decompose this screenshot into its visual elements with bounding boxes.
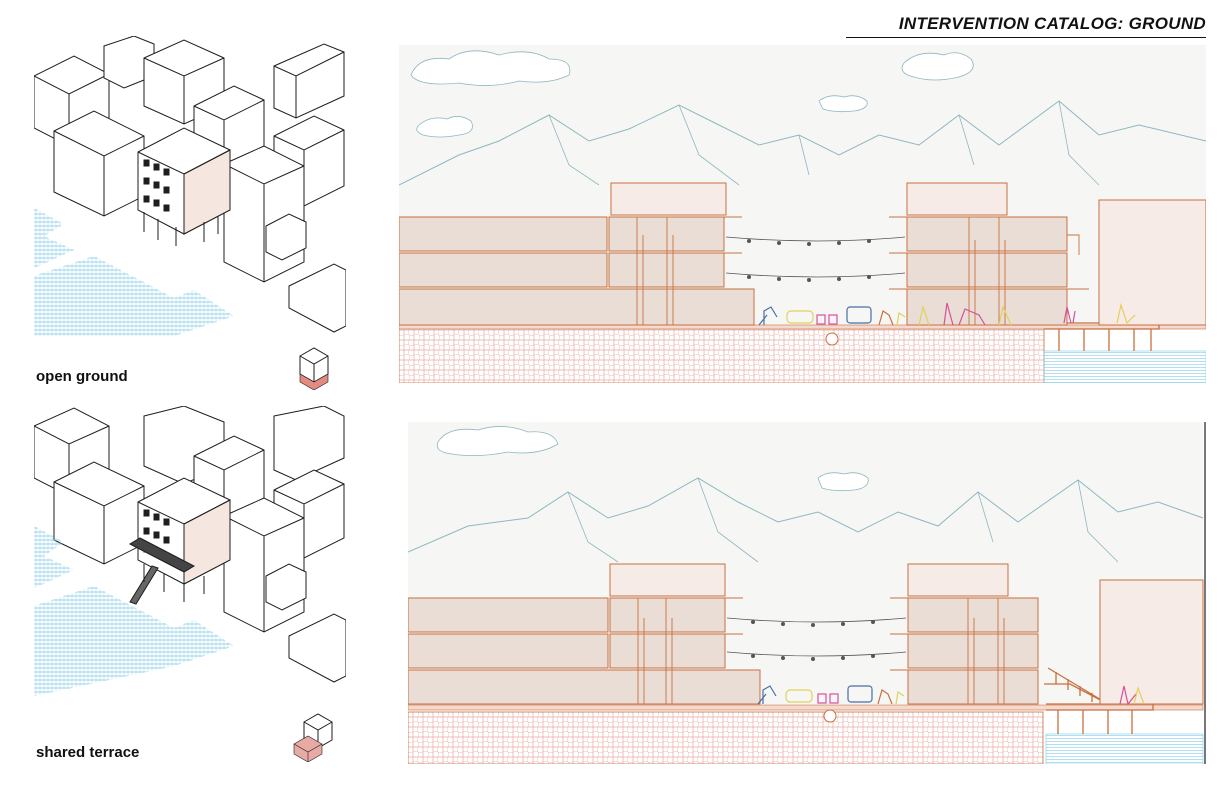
street-section-shared-terrace [408,422,1206,764]
iso-axonometric-shared-terrace [34,406,346,696]
panel-label-open-ground: open ground [36,368,128,385]
terrace-intervention-icon [293,713,333,762]
ground-intervention-icon [299,347,329,390]
street-section-open-ground [399,45,1206,383]
panel-label-shared-terrace: shared terrace [36,744,140,761]
title-underline [846,37,1206,38]
page-title: INTERVENTION CATALOG: GROUND [898,14,1206,33]
iso-axonometric-open-ground [34,36,346,336]
